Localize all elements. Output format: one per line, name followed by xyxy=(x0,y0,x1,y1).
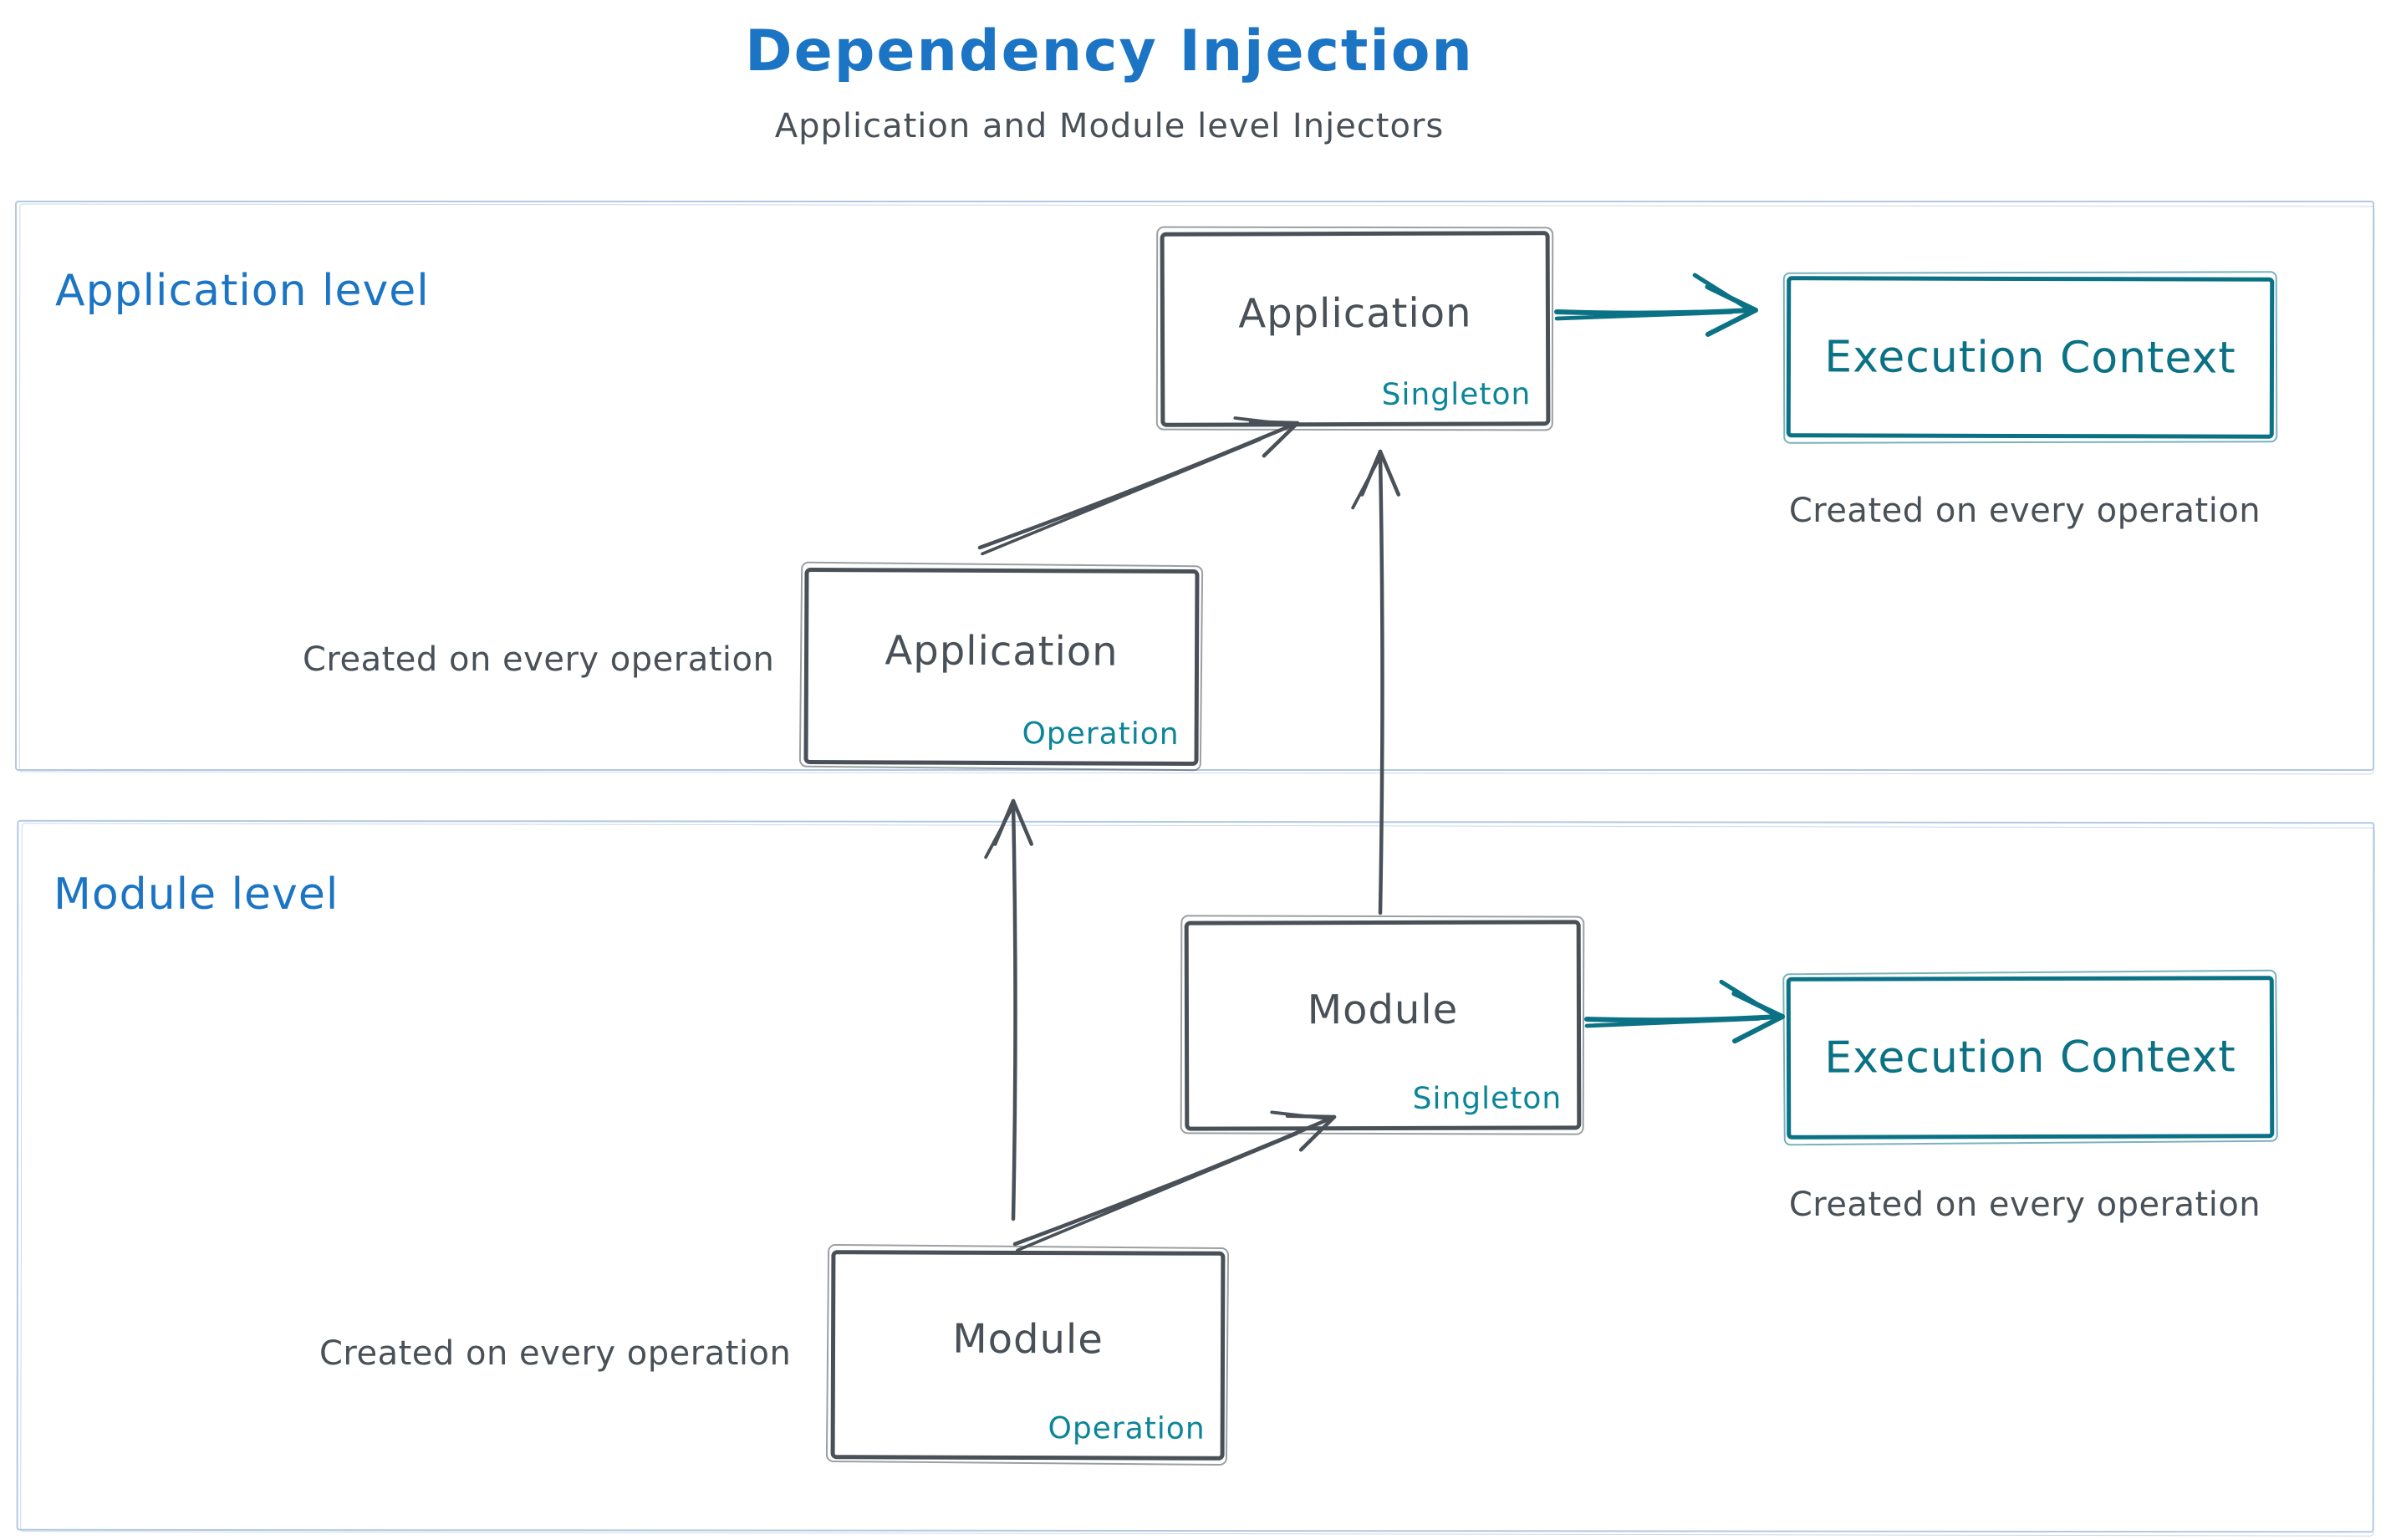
node-execution-context-module: Execution Context xyxy=(1786,976,2275,1140)
node-application-singleton: Application Singleton xyxy=(1160,231,1551,427)
application-level-label: Application level xyxy=(55,266,430,316)
node-badge-operation: Operation xyxy=(1048,1411,1206,1446)
node-title: Module xyxy=(952,1315,1104,1364)
node-badge-operation: Operation xyxy=(1022,716,1180,752)
execution-context-title: Execution Context xyxy=(1824,1032,2236,1084)
node-badge-singleton: Singleton xyxy=(1381,377,1532,412)
node-badge-singleton: Singleton xyxy=(1412,1081,1563,1116)
caption-created-on-every-operation: Created on every operation xyxy=(1788,492,2261,530)
node-module-operation: Module Operation xyxy=(830,1250,1226,1461)
application-level-section xyxy=(15,201,2374,771)
diagram-title: Dependency Injection xyxy=(745,18,1474,84)
caption-created-on-every-operation: Created on every operation xyxy=(319,1334,792,1373)
node-module-singleton: Module Singleton xyxy=(1184,920,1582,1131)
caption-created-on-every-operation: Created on every operation xyxy=(1788,1186,2261,1224)
execution-context-title: Execution Context xyxy=(1824,331,2236,384)
node-title: Application xyxy=(1238,289,1472,337)
node-title: Application xyxy=(885,626,1119,676)
diagram-subtitle: Application and Module level Injectors xyxy=(774,107,1445,145)
caption-created-on-every-operation: Created on every operation xyxy=(303,640,775,679)
module-level-label: Module level xyxy=(54,869,339,920)
node-application-operation: Application Operation xyxy=(803,567,1200,767)
node-execution-context-application: Execution Context xyxy=(1786,276,2275,439)
node-title: Module xyxy=(1307,986,1459,1033)
